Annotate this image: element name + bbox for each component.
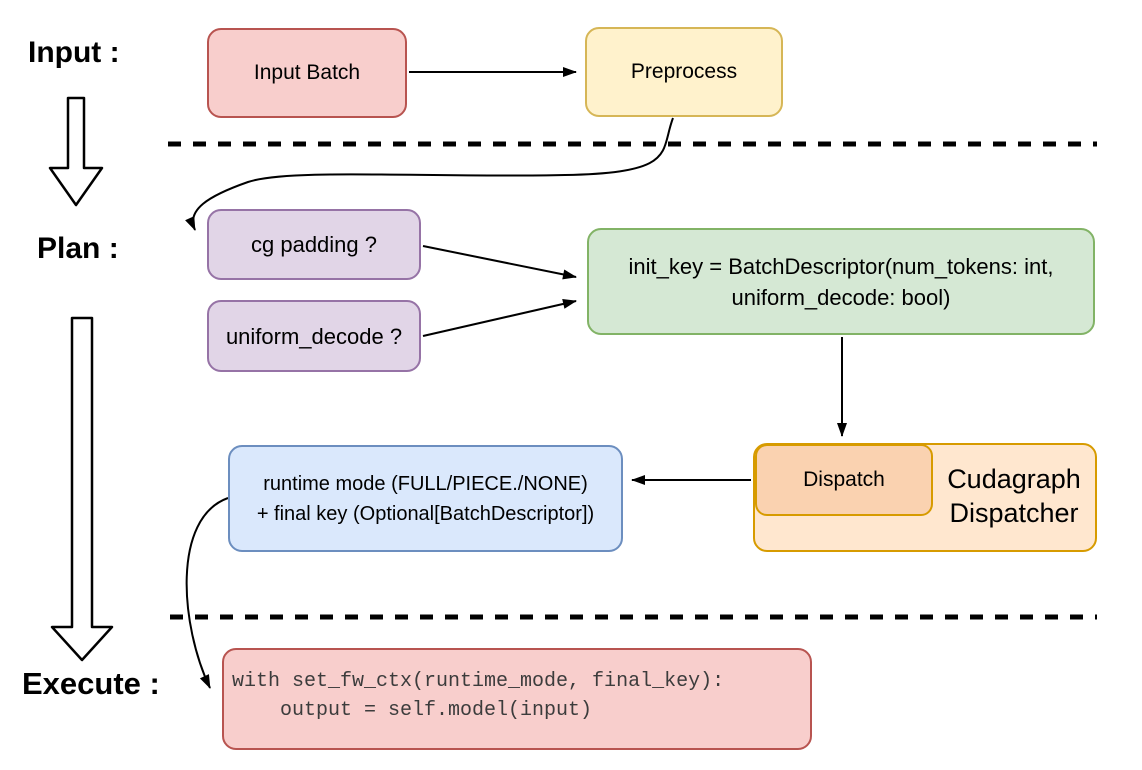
node-dispatch: Dispatch	[755, 444, 933, 516]
connector-uniformdecode-to-initkey	[422, 299, 577, 337]
node-execute-code: with set_fw_ctx(runtime_mode, final_key)…	[222, 648, 812, 750]
connector-preprocess-to-cgpadding	[185, 117, 674, 231]
node-runtime-mode: runtime mode (FULL/PIECE./NONE) + final …	[228, 445, 623, 552]
stage-arrow-input-icon	[48, 96, 104, 207]
connector-cgpadding-to-initkey	[422, 245, 577, 280]
node-runtime-mode-line2: + final key (Optional[BatchDescriptor])	[256, 502, 595, 525]
node-preprocess: Preprocess	[585, 27, 783, 117]
node-runtime-mode-line1: runtime mode (FULL/PIECE./NONE)	[263, 472, 588, 495]
node-input-batch: Input Batch	[207, 28, 407, 118]
connector-runtimemode-to-execute	[185, 497, 229, 689]
execute-code-line2: output = self.model(input)	[232, 699, 593, 722]
node-dispatch-label: Dispatch	[803, 468, 885, 491]
node-cg-padding-label: cg padding ?	[251, 232, 377, 257]
node-uniform-decode-label: uniform_decode ?	[225, 323, 403, 349]
node-init-key: init_key = BatchDescriptor(num_tokens: i…	[587, 228, 1095, 335]
node-cg-padding: cg padding ?	[207, 209, 421, 280]
node-input-batch-label: Input Batch	[253, 61, 361, 84]
node-cudagraph-dispatcher-label: Cudagraph Dispatcher	[947, 464, 1081, 528]
node-init-key-line1: init_key = BatchDescriptor(num_tokens: i…	[628, 253, 1054, 279]
stage-label-input: Input :	[28, 36, 120, 69]
node-uniform-decode: uniform_decode ?	[207, 300, 421, 372]
stage-label-plan: Plan :	[37, 232, 119, 265]
execute-code-line1: with set_fw_ctx(runtime_mode, final_key)…	[232, 670, 725, 693]
node-init-key-line2: uniform_decode: bool)	[731, 284, 951, 310]
stage-label-execute: Execute :	[22, 666, 160, 701]
node-preprocess-label: Preprocess	[630, 60, 738, 83]
stage-arrow-plan-icon	[50, 316, 114, 662]
